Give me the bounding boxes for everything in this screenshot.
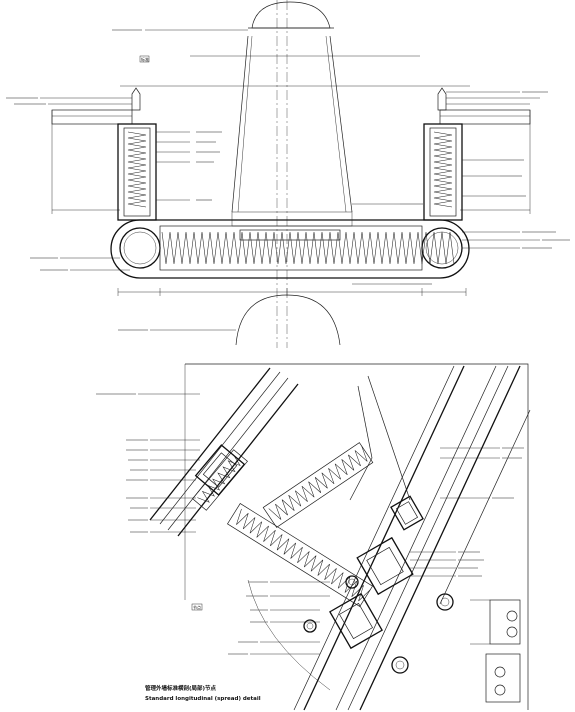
detail-right-leaders xyxy=(410,447,500,577)
central-fin xyxy=(231,35,353,213)
tie-rod-2 xyxy=(357,385,373,459)
bottom-section-detail xyxy=(96,363,531,711)
right-glass-top xyxy=(439,109,531,125)
detail-frame xyxy=(185,363,529,710)
detail-left-leaders xyxy=(138,393,330,655)
right-leaders xyxy=(352,91,540,285)
caption-chinese: 管理外墙标准横剖(局部)节点 xyxy=(145,684,217,692)
right-insulation xyxy=(433,131,453,208)
left-leaders xyxy=(40,97,190,271)
tag-box-bottom xyxy=(191,603,203,611)
left-cap-profile xyxy=(131,87,141,111)
tag-box-top xyxy=(139,55,150,63)
top-dome xyxy=(251,1,331,29)
connection-nodes xyxy=(194,444,424,650)
diagonal-members xyxy=(293,365,531,711)
left-mullion-inner xyxy=(123,127,151,217)
caption-english: Standard longitudinal (spread) detail xyxy=(145,696,261,702)
right-cap-profile xyxy=(437,87,447,111)
fin-base xyxy=(231,211,353,227)
beam-insulation xyxy=(161,231,455,265)
left-round-tube-inner xyxy=(123,231,157,265)
right-mullion-inner xyxy=(429,127,457,217)
bottom-beam xyxy=(110,219,470,279)
bolt-plates xyxy=(470,599,521,703)
central-fin-inner xyxy=(237,35,347,213)
left-glass-top xyxy=(51,109,133,125)
lower-dome xyxy=(235,294,341,346)
rotation-arc xyxy=(247,579,331,691)
detail-annotation-marks xyxy=(96,393,524,655)
tag-bottom: 节点 xyxy=(193,604,201,610)
top-plan-detail xyxy=(6,0,570,348)
middle-insulated-panel xyxy=(227,503,373,607)
left-diagonal-mullion xyxy=(149,367,299,537)
tie-rod xyxy=(367,375,411,501)
beam-center-plate xyxy=(239,229,341,241)
annotation-marks xyxy=(6,29,570,331)
pin-joints xyxy=(303,575,454,674)
left-round-tube xyxy=(119,227,161,269)
left-insulation xyxy=(127,131,147,208)
tag-top: 标准 xyxy=(141,56,149,62)
beam-core xyxy=(159,225,423,271)
tie-rod-3 xyxy=(349,457,373,501)
upper-insulated-panel xyxy=(262,442,374,528)
